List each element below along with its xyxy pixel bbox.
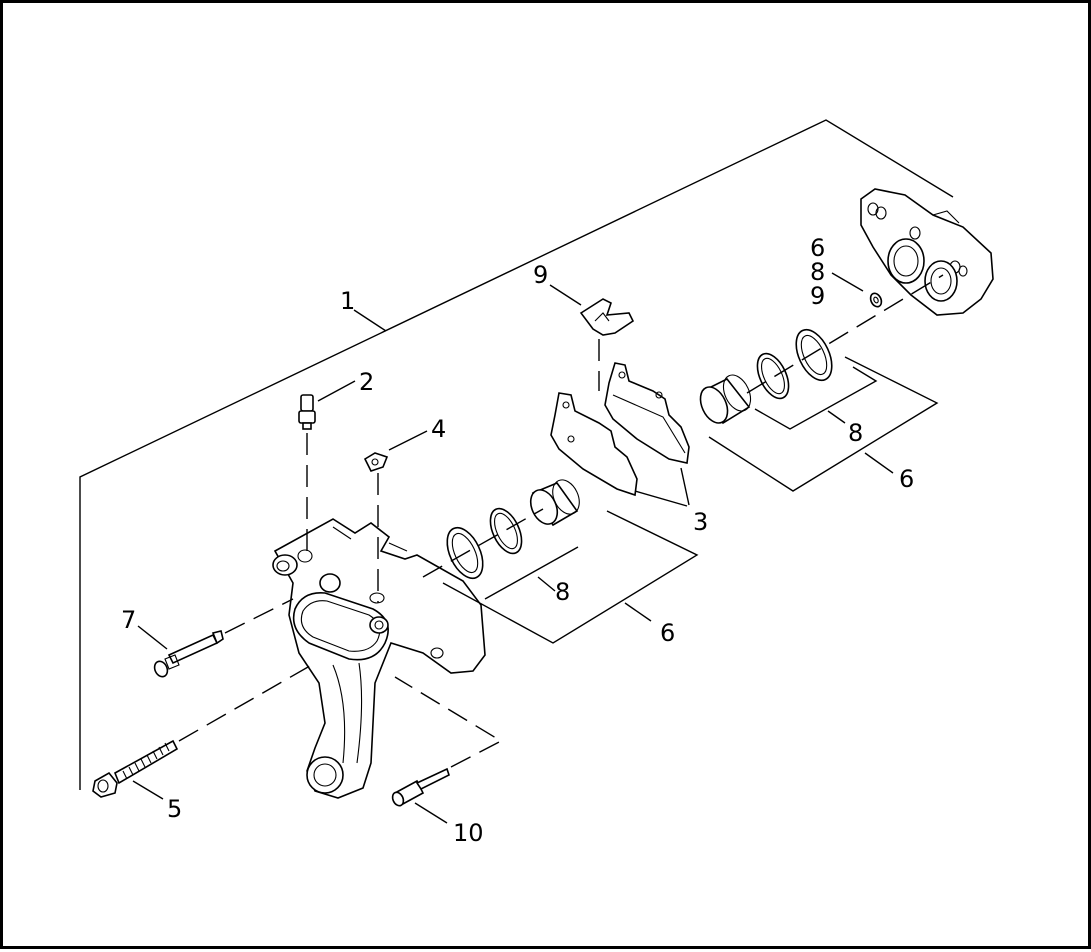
bracket-6-right: [708, 356, 939, 492]
exploded-view-diagram: 1 2 3 4 5 6 6 6 7 8 8 8 9 9 10: [79, 119, 994, 847]
callout-9-left: 9: [533, 261, 548, 289]
brake-pad-inner: [550, 392, 638, 497]
bleeder-valve: [298, 394, 316, 430]
pin-alignment-line: [224, 598, 294, 634]
caliper-mounting-bracket: [272, 518, 486, 799]
callout-8-left: 8: [555, 578, 570, 606]
leader-lines: [132, 284, 690, 824]
piston-left: [529, 479, 580, 527]
callout-6-left: 6: [660, 619, 675, 647]
callout-6-right: 6: [899, 465, 914, 493]
callout-5: 5: [167, 795, 182, 823]
caliper-outer-half: [860, 188, 994, 316]
mounting-bolt: [92, 739, 179, 798]
callout-4: 4: [431, 415, 446, 443]
pad-pin-bottom: [391, 767, 450, 807]
bracket-6-left: [442, 510, 699, 644]
callout-6-top: 6: [810, 234, 825, 262]
piston-seal-right: [756, 352, 790, 400]
dust-seal-right: [795, 328, 833, 382]
callout-10: 10: [453, 819, 484, 847]
pin-10-alignment: [394, 676, 503, 768]
piston-seal-left: [489, 507, 523, 555]
crossover-o-ring: [831, 272, 883, 308]
bracket-8-left: [484, 546, 579, 600]
callout-labels: 1 2 3 4 5 6 6 6 7 8 8 8 9 9 10: [121, 234, 914, 847]
callout-8-right: 8: [848, 419, 863, 447]
callout-9-top: 9: [810, 282, 825, 310]
pad-retaining-spring: [579, 298, 635, 336]
piston-right: [699, 374, 752, 425]
callout-2: 2: [359, 368, 374, 396]
caliper-assembly-bracket: [79, 119, 954, 790]
left-piston-axis: [422, 508, 544, 578]
brake-pad-outer: [604, 362, 690, 464]
right-piston-axis: [746, 274, 944, 394]
bracket-8-right: [754, 366, 878, 430]
callout-1: 1: [340, 287, 355, 315]
bleeder-cap: [363, 452, 389, 472]
callout-3: 3: [693, 508, 708, 536]
callout-7: 7: [121, 606, 136, 634]
bolt-alignment-line: [178, 662, 316, 742]
pad-pin: [153, 630, 224, 678]
callout-8-top: 8: [810, 258, 825, 286]
